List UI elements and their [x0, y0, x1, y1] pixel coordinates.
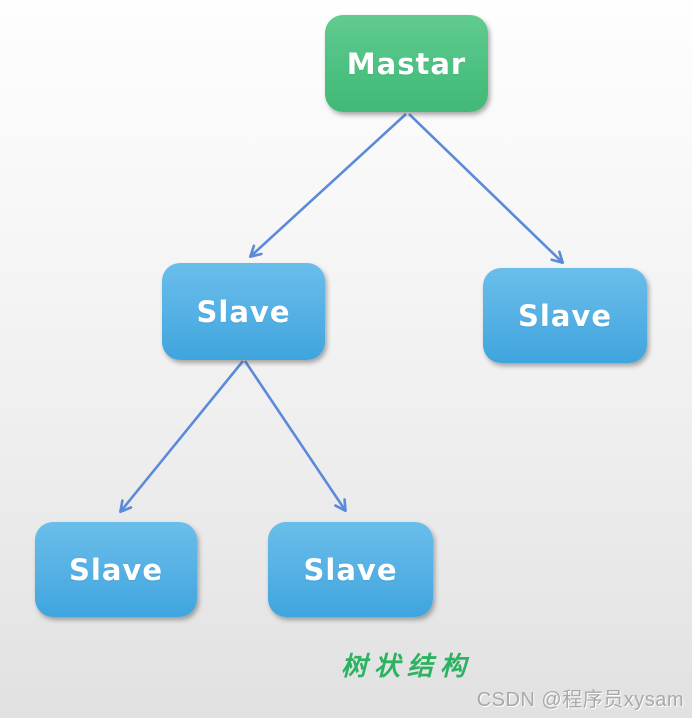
edge-slave-1-to-slave-1-1 [119, 360, 245, 514]
node-master-label: Mastar [346, 46, 467, 81]
node-slave-1-1-label: Slave [69, 552, 163, 587]
node-slave-1-2[interactable]: Slave [268, 522, 433, 617]
node-slave-2-label: Slave [518, 298, 612, 333]
node-slave-1-1[interactable]: Slave [35, 522, 197, 617]
node-slave-2[interactable]: Slave [483, 268, 647, 363]
edge-master-to-slave-1 [248, 113, 407, 258]
node-slave-1-label: Slave [196, 294, 291, 329]
edge-master-to-slave-2 [408, 113, 565, 264]
csdn-watermark: CSDN @程序员xysam [476, 689, 684, 711]
node-master[interactable]: Mastar [325, 15, 488, 112]
edge-slave-1-to-slave-1-2 [243, 360, 347, 513]
node-slave-1[interactable]: Slave [162, 263, 325, 360]
node-slave-1-2-label: Slave [303, 552, 398, 587]
diagram-caption: 树状结构 [341, 652, 474, 682]
